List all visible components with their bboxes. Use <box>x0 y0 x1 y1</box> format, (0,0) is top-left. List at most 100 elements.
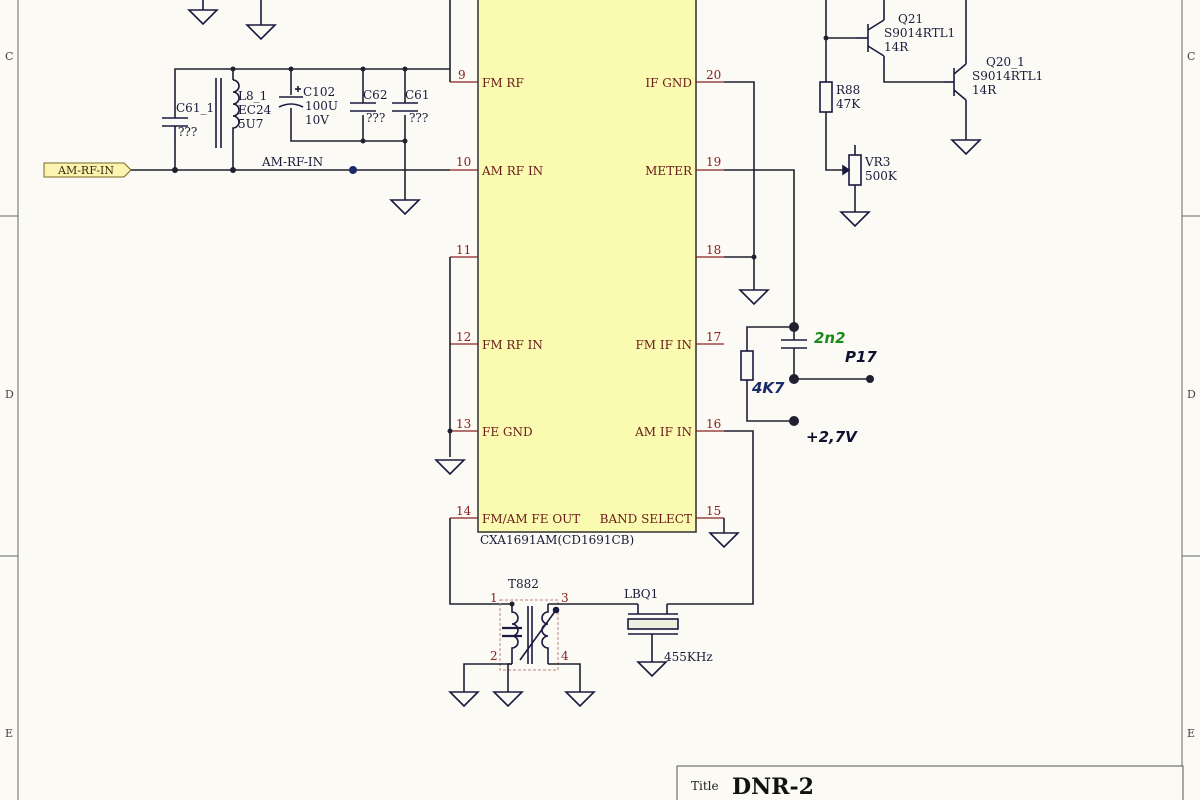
border-left-e: E <box>5 727 13 740</box>
capacitor-c102 <box>278 86 304 108</box>
junctions-left <box>172 66 453 434</box>
annotation-voltage: +2,7V <box>806 428 858 446</box>
junction-q21 <box>823 35 829 41</box>
pin-15-name: BAND SELECT <box>600 512 692 526</box>
ceramic-filter-lbq1 <box>627 604 679 662</box>
port-am-rf-in: AM-RF-IN <box>43 162 132 178</box>
pin-18-number: 18 <box>706 243 721 257</box>
annotation-p17: P17 <box>845 348 877 366</box>
pin-19-name: METER <box>645 164 693 178</box>
ground-symbol-vr3 <box>839 211 871 228</box>
t882-pin3: 3 <box>561 591 569 605</box>
ic-part-name: CXA1691AM(CD1691CB) <box>480 533 634 547</box>
pin-19-number: 19 <box>706 155 721 169</box>
pin-20-name: IF GND <box>645 76 692 90</box>
c61-1-ref: C61_1 <box>176 101 214 115</box>
pin-11-number: 11 <box>456 243 471 257</box>
junction-t882 <box>509 601 515 607</box>
l8-1-ref: L8_1 <box>238 89 267 103</box>
pin-16-number: 16 <box>706 417 721 431</box>
c61-value: ??? <box>409 111 428 125</box>
lbq1-ref: LBQ1 <box>624 587 658 601</box>
pin-9-number: 9 <box>458 68 466 82</box>
capacitor-2n2 <box>781 339 807 349</box>
c62-ref: C62 <box>363 88 387 102</box>
wires-transformer <box>463 603 638 692</box>
ground-symbol-top-1 <box>187 0 219 26</box>
pin-16-name: AM IF IN <box>634 425 692 439</box>
transformer-t882 <box>502 604 560 664</box>
capacitor-c62 <box>350 102 376 112</box>
ic-right-pins: 20 19 18 17 16 15 IF GND METER FM IF IN … <box>600 68 724 526</box>
title-value: DNR-2 <box>732 774 814 800</box>
pin-13-number: 13 <box>456 417 471 431</box>
ground-symbol-t882-b <box>492 691 524 708</box>
port-label: AM-RF-IN <box>57 164 114 177</box>
border-left-c: C <box>5 50 13 63</box>
t882-outline <box>499 599 559 671</box>
ground-symbol-pin13 <box>434 459 466 476</box>
inductor-l8-1 <box>215 78 240 148</box>
pin-14-number: 14 <box>456 504 472 518</box>
ground-symbol-top-2 <box>245 0 277 41</box>
resistor-4k7 <box>740 350 754 381</box>
q21-part: S9014RTL1 <box>884 26 955 40</box>
pin-13-name: FE GND <box>482 425 533 439</box>
q20-1-part: S9014RTL1 <box>972 69 1043 83</box>
ic-body <box>477 0 697 533</box>
pin-9-name: FM RF <box>482 76 524 90</box>
l8-1-value1: EC24 <box>238 103 272 117</box>
pin-14-name: FM/AM FE OUT <box>482 512 580 526</box>
c61-1-value: ??? <box>178 125 197 139</box>
capacitor-c61-1 <box>162 117 188 138</box>
c102-value2: 10V <box>305 113 329 127</box>
resistor-r88 <box>819 81 833 113</box>
transistor-q21 <box>856 8 885 70</box>
lbq1-value: 455KHz <box>664 650 713 664</box>
potentiometer-vr3 <box>842 145 862 186</box>
c61-ref: C61 <box>405 88 429 102</box>
t882-pin2: 2 <box>490 649 498 663</box>
ground-symbol-c61 <box>389 199 421 216</box>
c62-value: ??? <box>366 111 385 125</box>
annotation-4k7: 4K7 <box>751 379 785 397</box>
pin-10-name: AM RF IN <box>481 164 543 178</box>
l8-1-value2: 5U7 <box>238 117 263 131</box>
q21-ref: Q21 <box>898 12 923 26</box>
border-right-e: E <box>1187 727 1195 740</box>
ground-symbol-lbq1 <box>636 661 668 678</box>
ground-symbol-t882-a <box>448 691 480 708</box>
ground-symbol-q20 <box>950 139 982 156</box>
border-right-c: C <box>1187 50 1195 63</box>
pin-17-number: 17 <box>706 330 721 344</box>
pin-20-number: 20 <box>706 68 721 82</box>
t882-pin4: 4 <box>561 649 569 663</box>
vr3-value: 500K <box>865 169 898 183</box>
pin-15-number: 15 <box>706 504 721 518</box>
t882-pin1: 1 <box>490 591 498 605</box>
ground-symbol-pin15 <box>708 532 740 549</box>
annotation-2n2: 2n2 <box>814 329 846 347</box>
r88-ref: R88 <box>836 83 860 97</box>
c102-value1: 100U <box>305 99 338 113</box>
ic-left-pins: 9 10 11 12 13 14 FM RF AM RF IN FM RF IN… <box>450 68 580 526</box>
pin-17-name: FM IF IN <box>635 338 692 352</box>
pin-12-number: 12 <box>456 330 471 344</box>
wires-left <box>130 0 512 605</box>
capacitor-c61 <box>392 102 418 112</box>
r88-value: 47K <box>836 97 861 111</box>
junctions-right <box>751 254 874 426</box>
border-right-d: D <box>1187 388 1196 401</box>
ground-symbol-pin18 <box>738 289 770 306</box>
q20-1-value: 14R <box>972 83 997 97</box>
border-left-d: D <box>5 388 14 401</box>
wires-top-right <box>825 0 967 212</box>
net-label-am-rf-in: AM-RF-IN <box>261 155 323 169</box>
q21-value: 14R <box>884 40 909 54</box>
pin-12-name: FM RF IN <box>482 338 543 352</box>
title-label: Title <box>691 779 719 793</box>
q20-1-ref: Q20_1 <box>986 55 1025 69</box>
vr3-ref: VR3 <box>864 155 890 169</box>
